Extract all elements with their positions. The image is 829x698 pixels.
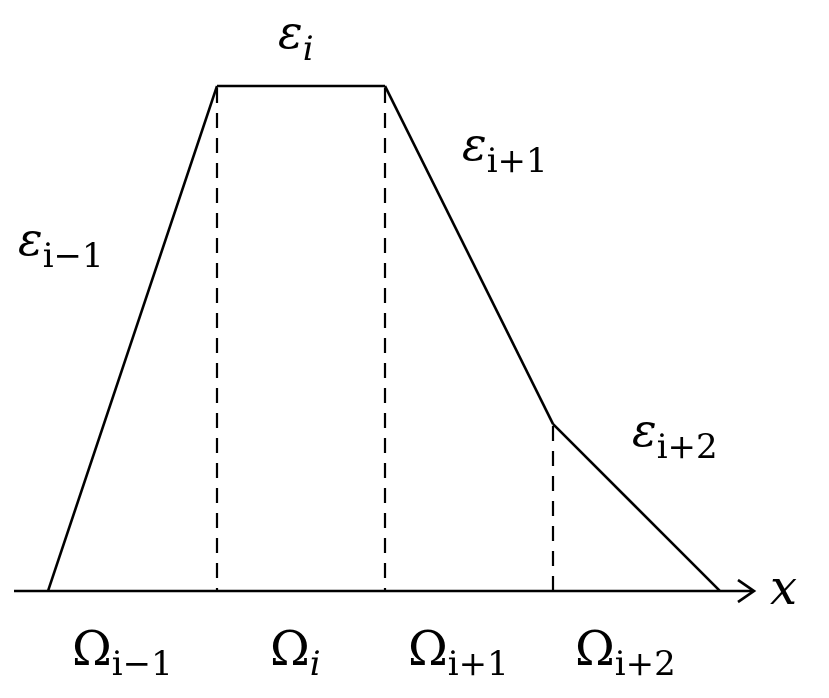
epsilon-label-i-minus-1: εi−1 xyxy=(18,212,104,276)
profile-segment-gentle-fall xyxy=(552,423,721,592)
omega-subscript: i−1 xyxy=(112,644,173,684)
x-axis-arrowhead xyxy=(737,578,757,604)
epsilon-label-i-plus-1: εi+1 xyxy=(462,117,548,181)
epsilon-subscript: i xyxy=(303,29,314,69)
omega-symbol: Ω xyxy=(575,621,615,677)
profile-segment-steep-fall xyxy=(383,85,555,425)
epsilon-subscript: i+2 xyxy=(657,427,718,467)
region-label-i-plus-2: Ωi+2 xyxy=(575,621,676,684)
epsilon-label-i: εi xyxy=(278,5,314,69)
omega-symbol: Ω xyxy=(408,621,448,677)
epsilon-symbol: ε xyxy=(18,212,43,266)
omega-subscript: i+1 xyxy=(448,644,509,684)
epsilon-symbol: ε xyxy=(278,5,303,59)
omega-symbol: Ω xyxy=(270,621,310,677)
epsilon-subscript: i−1 xyxy=(43,236,104,276)
region-label-i-minus-1: Ωi−1 xyxy=(72,621,173,684)
epsilon-symbol: ε xyxy=(462,117,487,171)
omega-symbol: Ω xyxy=(72,621,112,677)
epsilon-symbol: ε xyxy=(632,403,657,457)
epsilon-label-i-plus-2: εi+2 xyxy=(632,403,718,467)
epsilon-subscript: i+1 xyxy=(487,141,548,181)
omega-subscript: i+2 xyxy=(615,644,676,684)
x-axis-variable-label: x xyxy=(770,560,797,616)
omega-subscript: i xyxy=(310,644,321,684)
profile-segment-rise xyxy=(46,85,219,592)
region-label-i-plus-1: Ωi+1 xyxy=(408,621,509,684)
region-label-i: Ωi xyxy=(270,621,321,684)
